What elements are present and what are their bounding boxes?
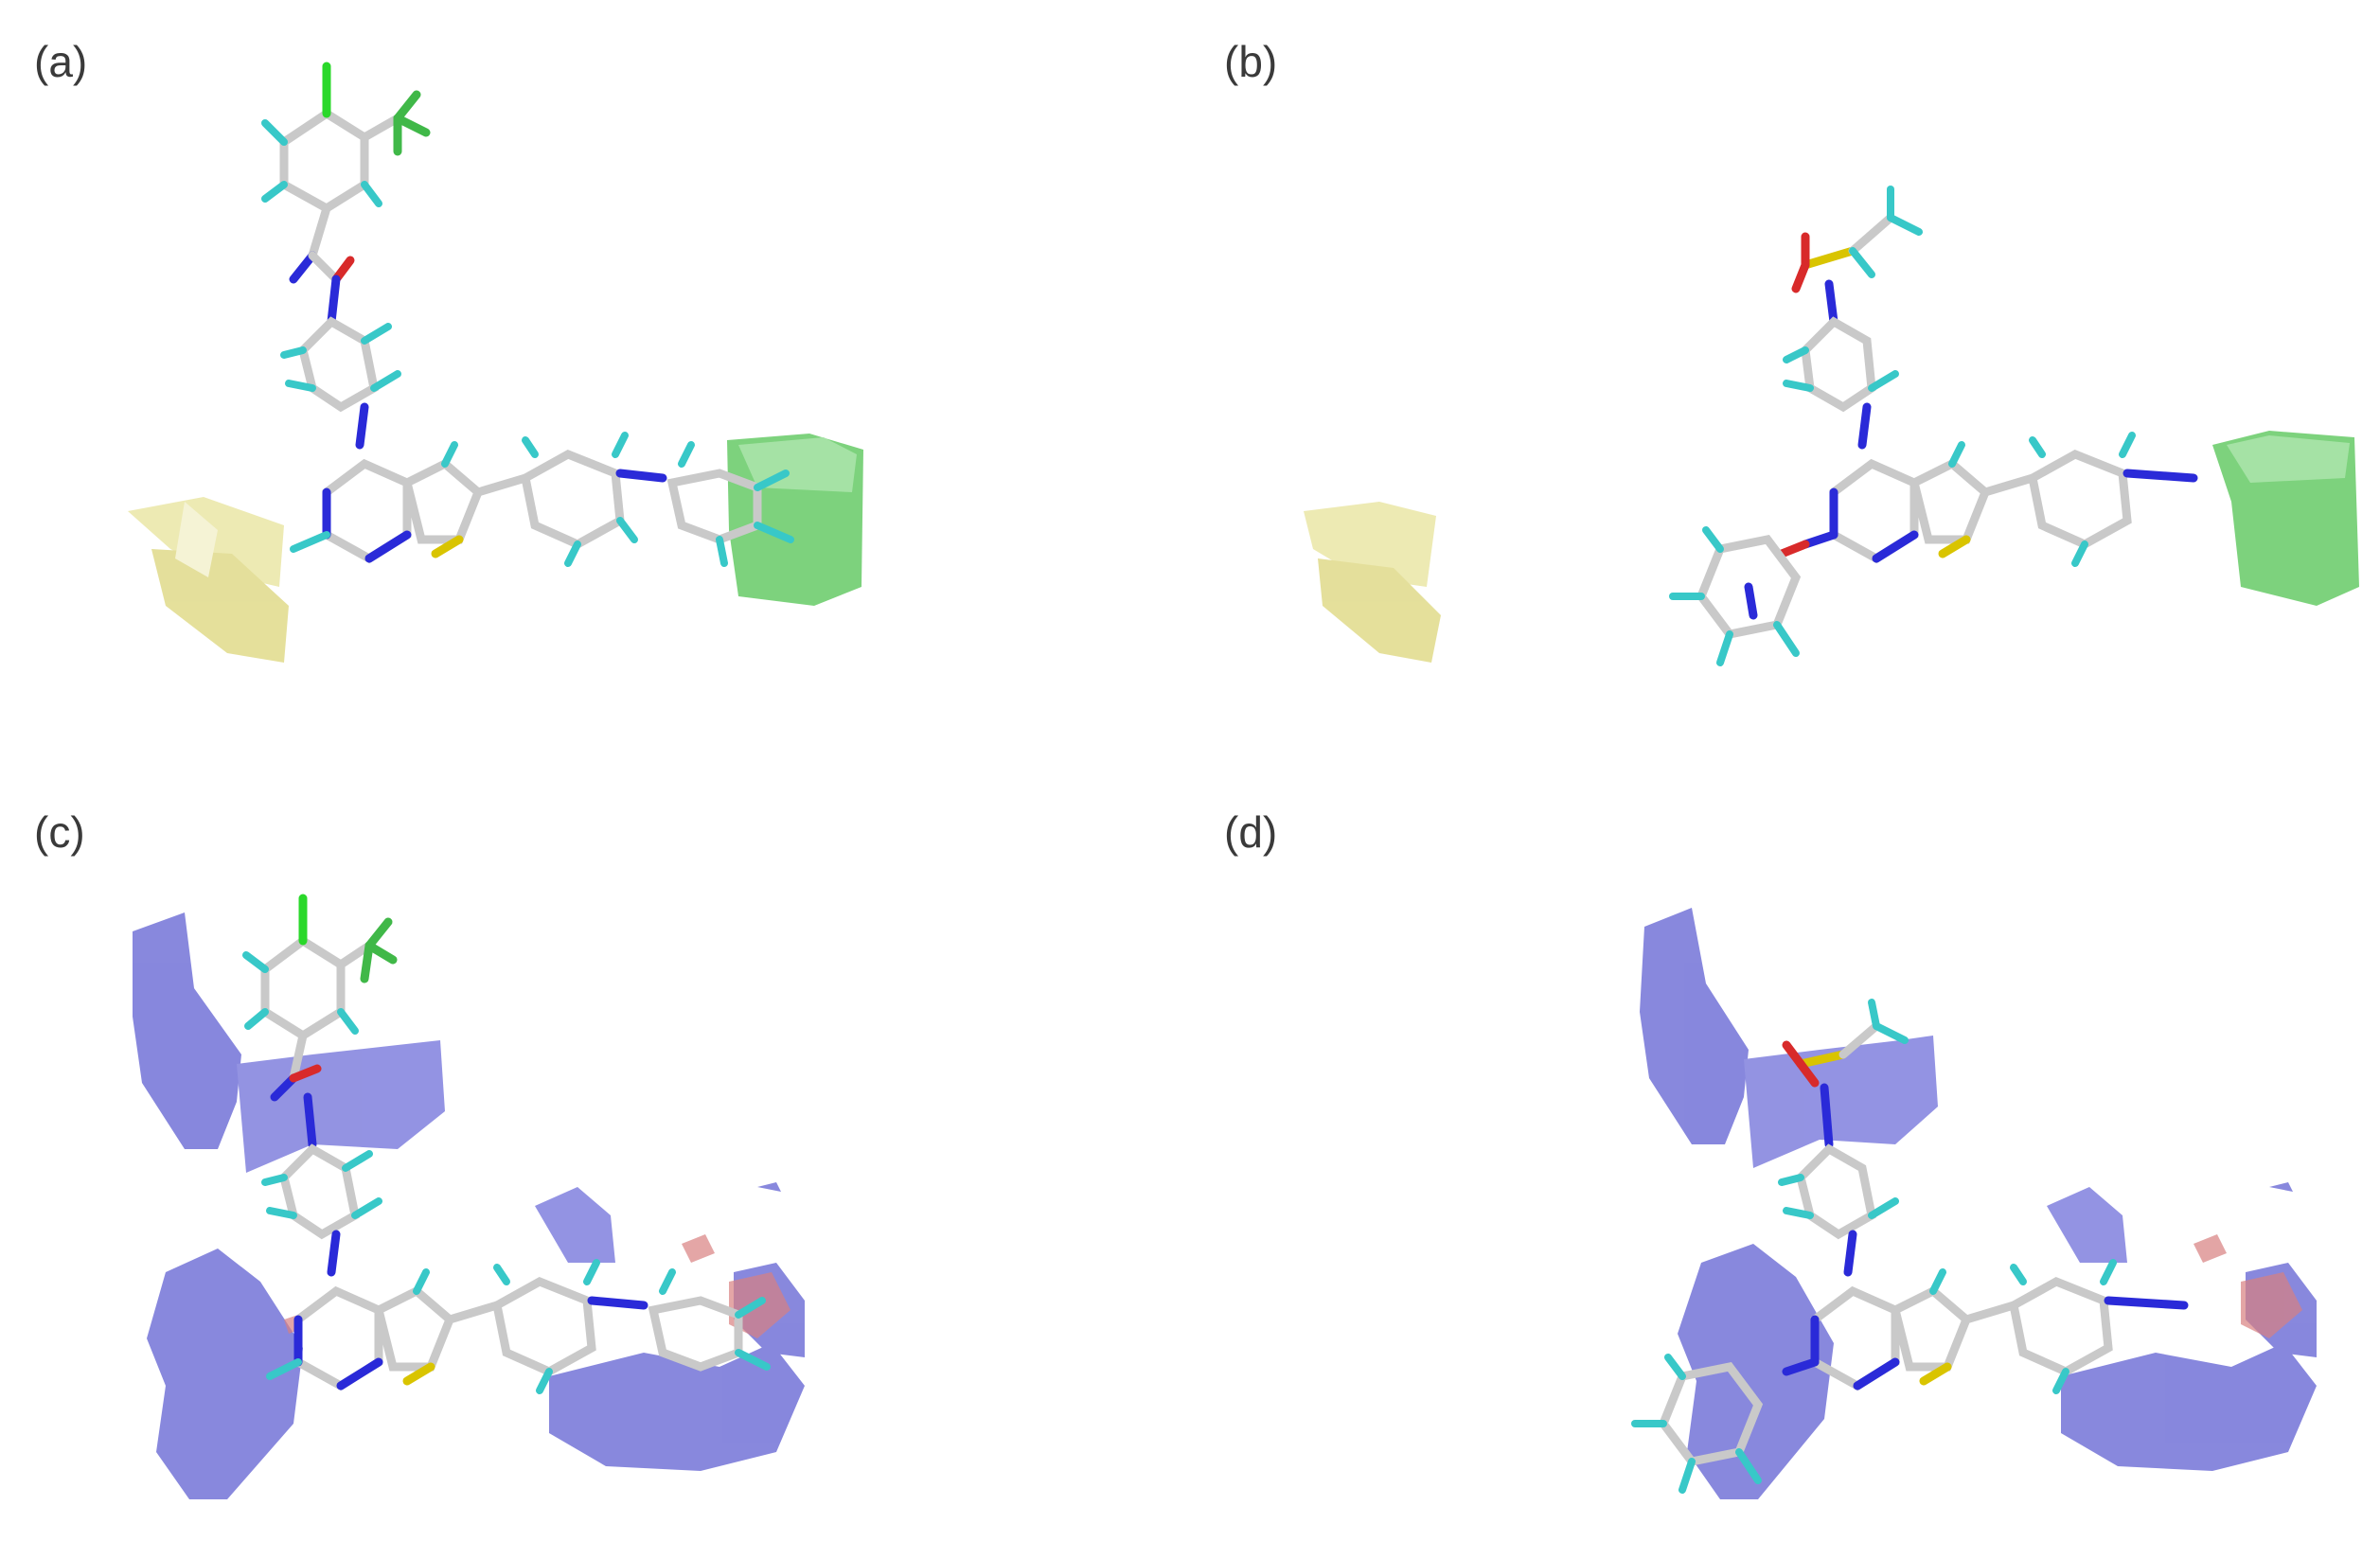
ligand-molecule [242, 894, 771, 1394]
steric-favorable-contour [727, 434, 863, 606]
panel-label-d: (d) [1224, 807, 1278, 857]
steric-unfavorable-contour [128, 497, 289, 663]
panel-d-scene [1631, 908, 2317, 1499]
ligand-molecule [1669, 186, 2198, 666]
panel-d: (d) [1190, 770, 2380, 1541]
panel-label-a: (a) [34, 37, 88, 86]
ligand-molecule [1631, 999, 2189, 1494]
ligand-molecule [261, 62, 794, 567]
panel-b-scene [1304, 186, 2359, 666]
steric-favorable-contour [2212, 431, 2359, 606]
panel-label-b: (b) [1224, 37, 1278, 86]
electropositive-favorable-contour [133, 912, 805, 1499]
panel-a: (a) [0, 0, 1190, 770]
panel-label-c: (c) [34, 807, 85, 857]
panel-c: (c) [0, 770, 1190, 1541]
panel-c-scene [133, 894, 805, 1499]
panel-a-scene [128, 62, 863, 663]
steric-unfavorable-contour [1304, 502, 1441, 663]
electropositive-favorable-contour [1640, 908, 2317, 1499]
electronegative-favorable-contour [2194, 1234, 2302, 1338]
panel-b: (b) [1190, 0, 2380, 770]
